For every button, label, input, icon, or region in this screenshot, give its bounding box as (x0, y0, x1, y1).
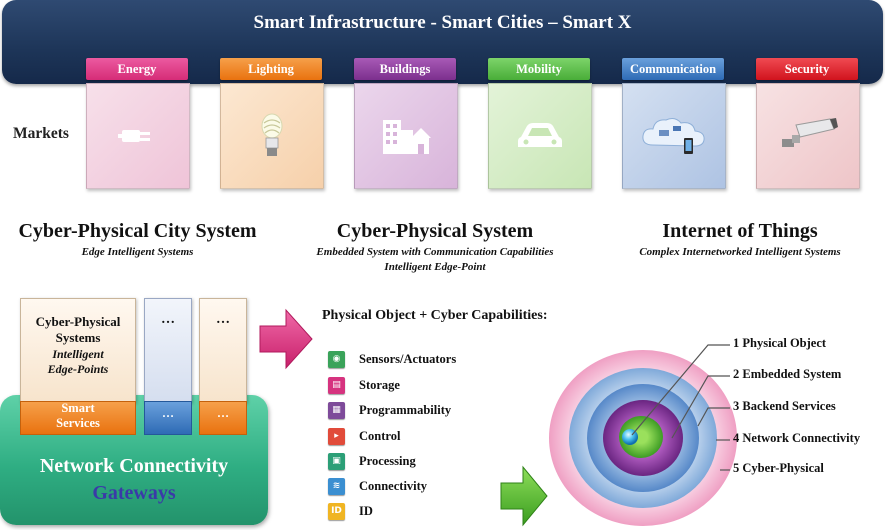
id-icon: ID (328, 502, 345, 520)
market-box-mobility (488, 83, 592, 189)
column-box-3 (199, 298, 247, 403)
capability-id: ID ID (328, 500, 373, 522)
market-label-buildings: Buildings (354, 58, 456, 80)
capability-sensors: ◉ Sensors/Actuators (328, 348, 456, 370)
capability-connectivity: ≋ Connectivity (328, 475, 427, 497)
green-arrow (500, 465, 548, 527)
market-label-mobility: Mobility (488, 58, 590, 80)
capability-storage: ▤ Storage (328, 374, 400, 396)
processing-icon: ▣ (328, 452, 345, 470)
storage-icon: ▤ (328, 376, 345, 394)
capabilities-heading: Physical Object + Cyber Capabilities: (322, 308, 548, 323)
cps-title: Cyber-Physical System (336, 220, 534, 242)
layer-label-3: 3 Backend Services (733, 399, 836, 413)
program-icon: ▦ (328, 401, 345, 419)
cps-box-line3: Intelligent (52, 347, 104, 361)
camera-icon (782, 118, 838, 147)
layer-label-1: 1 Physical Object (733, 336, 827, 350)
pink-arrow (259, 308, 313, 370)
market-box-lighting (220, 83, 324, 189)
lightbulb-icon (261, 113, 283, 156)
capability-processing: ▣ Processing (328, 450, 416, 472)
plug-icon (118, 130, 150, 142)
cps-box-line1: Cyber-Physical (35, 314, 121, 329)
iot-subtitle: Complex Internetworked Intelligent Syste… (639, 246, 841, 258)
capability-label: Storage (359, 377, 400, 392)
connectivity-icon: ≋ (328, 477, 345, 495)
capability-label: Connectivity (359, 478, 428, 493)
column-2-dots: … (161, 312, 175, 327)
market-box-security (756, 83, 860, 189)
column-3-dots: … (216, 312, 230, 327)
layer-label-4: 4 Network Connectivity (733, 431, 861, 445)
capability-label: Sensors/Actuators (359, 351, 457, 366)
cps-subtitle-1: Embedded System with Communication Capab… (316, 246, 554, 258)
gateways-label: Gateways (92, 482, 176, 504)
layer-label-2: 2 Embedded System (733, 367, 842, 381)
market-label-energy: Energy (86, 58, 188, 80)
market-box-communication (622, 83, 726, 189)
market-box-buildings (354, 83, 458, 189)
cps-city-subtitle: Edge Intelligent Systems (81, 246, 194, 258)
market-box-energy (86, 83, 190, 189)
cps-subtitle-2: Intelligent Edge-Point (384, 261, 486, 273)
capability-label: Processing (359, 453, 416, 468)
column-3-base (199, 401, 247, 435)
column-2-base-dots: … (162, 406, 174, 420)
layer-leader-lines (631, 344, 730, 471)
market-label-communication: Communication (622, 58, 724, 80)
smart-services-line2: Services (56, 416, 100, 430)
capability-label: Programmability (359, 402, 452, 417)
ring-1 (619, 416, 663, 458)
cloud-icon (642, 118, 705, 154)
sensor-icon: ◉ (328, 350, 345, 368)
column-2-base (144, 401, 192, 435)
cps-box-line4: Edge-Points (47, 362, 109, 376)
column-3-base-dots: … (217, 406, 229, 420)
market-label-security: Security (756, 58, 858, 80)
control-icon: ▸ (328, 427, 345, 445)
concentric-rings-diagram (549, 350, 737, 526)
capability-control: ▸ Control (328, 425, 400, 447)
market-label-lighting: Lighting (220, 58, 322, 80)
iot-title: Internet of Things (662, 220, 818, 242)
smart-services-block (20, 401, 136, 435)
column-box-2 (144, 298, 192, 403)
layer-label-5: 5 Cyber-Physical (733, 461, 824, 475)
cps-city-title: Cyber-Physical City System (18, 220, 257, 242)
car-icon (518, 123, 562, 147)
smart-services-line1: Smart (61, 401, 95, 415)
capability-label: Control (359, 428, 401, 443)
capability-programmability: ▦ Programmability (328, 399, 451, 421)
buildings-icon (383, 120, 431, 154)
banner-title: Smart Infrastructure - Smart Cities – Sm… (253, 12, 632, 33)
cps-box-line2: Systems (55, 330, 101, 345)
network-connectivity-label: Network Connectivity (39, 455, 229, 477)
capability-label: ID (359, 503, 373, 518)
markets-label: Markets (13, 125, 69, 142)
